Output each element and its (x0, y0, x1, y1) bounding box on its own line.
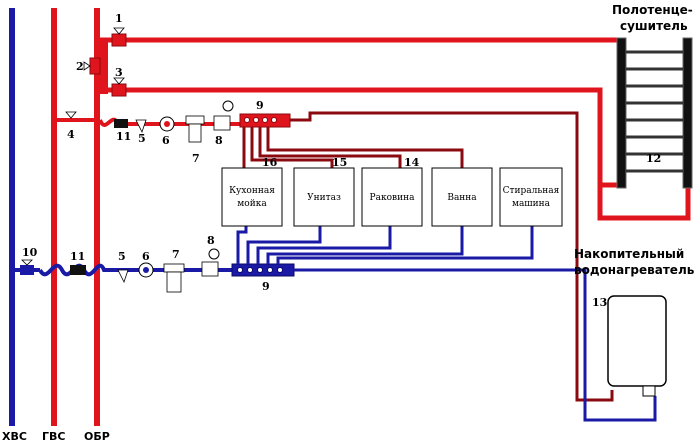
label-hot: ГВС (42, 430, 65, 443)
heater-hot-pipe (290, 111, 614, 402)
callout-16: 16 (262, 156, 278, 169)
callout-7b: 7 (172, 248, 180, 261)
valve-icon (65, 111, 77, 119)
callout-5a: 5 (138, 132, 146, 145)
fixture-sink-label: Раковина (370, 193, 416, 203)
return-riser (94, 8, 100, 426)
strainer-icon (117, 269, 129, 284)
fixture-washer-label-2: машина (512, 199, 551, 209)
callout-5b: 5 (118, 250, 126, 263)
fixture-boxes (221, 167, 563, 227)
fixture-washing-machine (499, 167, 563, 227)
callout-2: 2 (76, 60, 84, 73)
fixture-basin (361, 167, 423, 227)
valve-icon (20, 259, 34, 275)
fixture-kitchen-label-1: Кухонная (229, 186, 275, 196)
callout-10: 10 (22, 246, 38, 259)
callout-8b: 8 (207, 234, 215, 247)
bypass-pipe (96, 38, 108, 94)
callout-6a: 6 (162, 134, 170, 147)
filter-icon (163, 263, 185, 293)
callout-1: 1 (115, 12, 123, 25)
water-meter-icon (138, 262, 154, 278)
fixture-toilet (293, 167, 355, 227)
callout-12: 12 (646, 152, 661, 165)
fixture-kitchen-sink (221, 167, 283, 227)
pressure-reducer-icon (201, 248, 220, 277)
heater-cold-pipe (294, 268, 657, 422)
ball-valve-icon (111, 77, 127, 97)
callout-9b: 9 (262, 280, 270, 293)
fixture-kitchen-label-2: мойка (237, 199, 267, 209)
filter-icon (185, 115, 205, 143)
strainer-icon (135, 119, 147, 134)
towel-dryer (616, 37, 693, 189)
fixture-washer-label-1: Стиральная (503, 186, 560, 196)
bypass-valve-icon (83, 57, 101, 75)
fixture-bath-label: Ванна (447, 193, 477, 203)
callout-6b: 6 (142, 250, 150, 263)
callout-14: 14 (404, 156, 420, 169)
callout-15: 15 (332, 156, 347, 169)
label-towel-1: Полотенце- (612, 3, 693, 17)
callout-13: 13 (592, 296, 607, 309)
fixture-toilet-label: Унитаз (307, 193, 341, 203)
label-cold: ХВС (2, 430, 27, 443)
cold-outlets (236, 226, 534, 264)
fixture-bath (431, 167, 493, 227)
label-heater-2: водонагреватель (574, 263, 695, 277)
label-towel-2: сушитель (620, 19, 688, 33)
pressure-reducer-icon (213, 100, 234, 131)
cold-riser (9, 8, 15, 426)
callout-8a: 8 (215, 134, 223, 147)
callout-9a: 9 (256, 99, 264, 112)
water-heater (607, 295, 667, 397)
hot-branch-pipe (57, 117, 240, 127)
callout-7a: 7 (192, 152, 200, 165)
ball-valve-icon (111, 27, 127, 47)
label-heater-1: Накопительный (574, 247, 684, 261)
hot-riser (51, 8, 57, 426)
label-return: ОБР (84, 430, 110, 443)
callout-4: 4 (67, 128, 75, 141)
water-meter-icon (159, 116, 175, 132)
hot-outlets (242, 127, 464, 168)
coupling-icon (70, 265, 86, 275)
coupling-icon (114, 119, 128, 128)
callout-11b: 11 (70, 250, 85, 263)
callout-3: 3 (115, 66, 123, 79)
callout-11a: 11 (116, 130, 131, 143)
